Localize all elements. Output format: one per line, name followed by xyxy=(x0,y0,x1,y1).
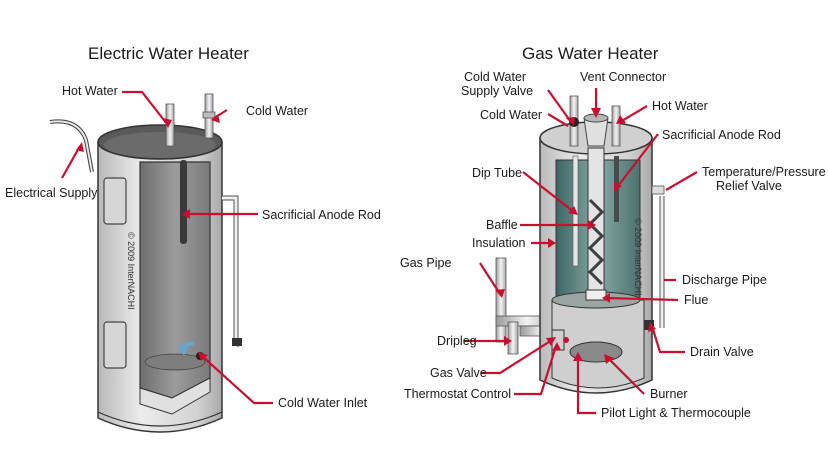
label-cold-water-gas: Cold Water xyxy=(480,108,543,122)
label-sacrificial-anode-electric: Sacrificial Anode Rod xyxy=(262,208,381,222)
label-temp-pressure-line2: Relief Valve xyxy=(716,179,782,193)
label-pilot-light: Pilot Light & Thermocouple xyxy=(601,406,751,420)
electric-watermark: © 2009 InterNACHI xyxy=(126,232,136,310)
label-sacrificial-anode-gas: Sacrificial Anode Rod xyxy=(662,128,781,142)
gas-title: Gas Water Heater xyxy=(522,44,659,63)
gas-drain-valve xyxy=(644,320,654,330)
electric-hot-pipe xyxy=(165,103,175,147)
electrical-cable-highlight xyxy=(49,120,93,173)
upper-access-panel xyxy=(103,177,127,225)
label-hot-water-gas: Hot Water xyxy=(652,99,708,113)
label-hot-water-electric: Hot Water xyxy=(62,84,118,98)
gas-watermark: © 2009 InterNACHI xyxy=(633,218,643,296)
electric-title: Electric Water Heater xyxy=(88,44,249,63)
label-dripleg: Dripleg xyxy=(437,334,477,348)
electric-cold-valve xyxy=(202,111,216,119)
leader-arrowheads xyxy=(76,108,656,364)
label-cold-water-supply-valve-line1: Cold Water xyxy=(464,70,527,84)
electric-anode-rod xyxy=(180,160,187,244)
electric-drain-valve xyxy=(232,338,242,346)
electric-cutaway-floor xyxy=(139,377,211,415)
gas-hot-pipe xyxy=(611,105,621,147)
gas-supply-pipe xyxy=(495,257,507,343)
label-dip-tube: Dip Tube xyxy=(472,166,523,180)
label-temp-pressure-line1: Temperature/Pressure xyxy=(702,165,826,179)
dripleg-pipe xyxy=(507,321,519,355)
electric-heater xyxy=(49,93,243,433)
flue-bottom xyxy=(585,289,607,301)
electric-relief-line-hi xyxy=(222,196,242,347)
electric-inner-bottom xyxy=(144,353,206,371)
label-cold-water-inlet: Cold Water Inlet xyxy=(278,396,368,410)
label-vent-connector: Vent Connector xyxy=(580,70,667,84)
label-insulation: Insulation xyxy=(472,236,526,250)
label-thermostat-control: Thermostat Control xyxy=(404,387,511,401)
electrical-cable xyxy=(49,119,94,173)
label-cold-water-electric: Cold Water xyxy=(246,104,309,118)
electric-tank-bottom-rim xyxy=(97,411,223,427)
label-flue: Flue xyxy=(684,293,709,307)
label-baffle: Baffle xyxy=(486,218,518,232)
lower-access-panel xyxy=(103,321,127,369)
gas-baffle xyxy=(587,198,605,286)
gas-tp-valve xyxy=(651,185,665,195)
label-cold-water-supply-valve-line2: Supply Valve xyxy=(461,84,534,98)
label-drain-valve: Drain Valve xyxy=(690,345,754,359)
thermostat-dial xyxy=(563,337,569,343)
label-gas-pipe: Gas Pipe xyxy=(400,256,452,270)
label-gas-valve: Gas Valve xyxy=(430,366,487,380)
gas-heater xyxy=(495,95,665,394)
label-burner: Burner xyxy=(650,387,688,401)
leader-lines xyxy=(61,88,698,415)
electric-tank-top-inner xyxy=(104,132,216,158)
label-electrical-supply: Electrical Supply xyxy=(5,186,98,200)
label-discharge-pipe: Discharge Pipe xyxy=(682,273,767,287)
cold-water-inlet-arrow-head xyxy=(178,346,188,356)
